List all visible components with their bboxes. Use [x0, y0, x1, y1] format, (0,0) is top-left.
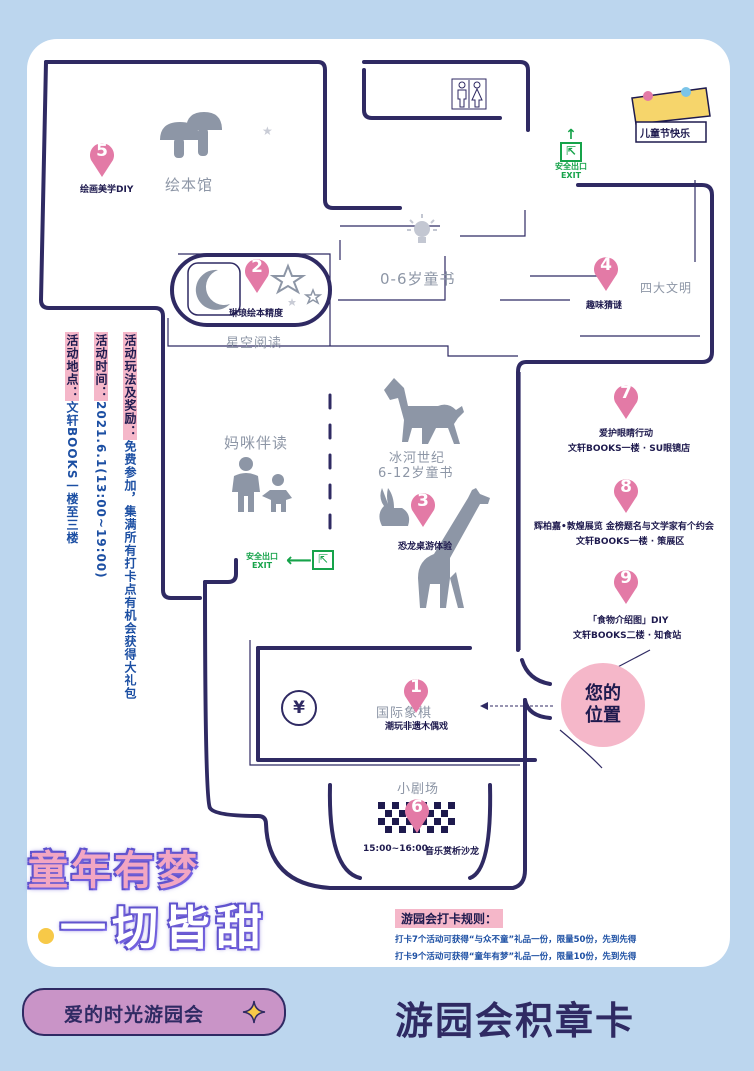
map-pin-icon [90, 143, 114, 177]
horse-icon [384, 378, 464, 444]
yellow-dot [38, 928, 54, 944]
sparkle-icon [242, 1000, 266, 1024]
checkpoint-7-caption: 爱护眼睛行动 [599, 429, 654, 439]
info-rules: 活动玩法及奖励：免费参加，集满所有打卡点有机会获得大礼包 [123, 332, 137, 700]
giraffe-icon [418, 488, 490, 608]
star-icon: ★ [262, 124, 273, 138]
event-name-pill: 爱的时光游园会 [22, 988, 286, 1036]
checkpoint-6-time: 15:00~16:00 [363, 844, 428, 854]
info-place: 活动地点：文轩BOOKS一楼至三楼 [65, 332, 79, 545]
map-pin-icon [404, 679, 428, 713]
checkpoint-pin-2[interactable]: 2 [243, 254, 271, 294]
checkpoint-5-caption: 绘画美学DIY [80, 185, 134, 195]
map-card [27, 39, 730, 967]
area-starry-reading: 星空阅读 [226, 336, 283, 351]
mushroom-icon [160, 112, 222, 158]
exit-sign-west: 安全出口 EXIT [246, 552, 278, 570]
children-day-logo: 儿童节快乐 [626, 78, 714, 144]
map-pin-icon [614, 385, 638, 419]
map-pin-icon [405, 799, 429, 833]
map-pin-icon [614, 479, 638, 513]
checkpoint-pin-4[interactable]: 4 [592, 252, 620, 292]
info-time: 活动时间：2021.6.1(13:00~19:00) [94, 332, 108, 579]
checkpoint-3-caption: 恐龙桌游体验 [398, 542, 453, 552]
checkpoint-pin-9[interactable]: 9 [612, 565, 640, 605]
map-pin-icon [594, 257, 618, 291]
checkpoint-8-caption: 辉柏嘉•敦煌展览 金榜题名与文学家有个约会 [534, 522, 714, 532]
mom-child-icon [232, 457, 292, 512]
checkpoint-pin-6[interactable]: 6 [403, 794, 431, 834]
up-arrow-icon: ↑ [565, 127, 577, 143]
lightbulb-icon [407, 214, 437, 243]
checkpoint-pin-3[interactable]: 3 [409, 488, 437, 528]
area-theater: 小剧场 [397, 782, 440, 797]
card-title: 游园会积章卡 [395, 999, 636, 1043]
checkpoint-2-caption: 琳琅绘本精度 [229, 309, 284, 319]
checkpoint-4-caption: 趣味猜谜 [586, 301, 623, 311]
slogan-line-2: 一切皆甜 [60, 901, 268, 955]
checkpoint-pin-8[interactable]: 8 [612, 474, 640, 514]
exit-door-icon: ⇱ [312, 550, 334, 570]
checkin-rules-title: 游园会打卡规则： [395, 909, 504, 928]
checkpoint-6-caption: 音乐赏析沙龙 [425, 847, 480, 857]
area-picture-book-hall: 绘本馆 [165, 176, 214, 194]
map-pin-icon [411, 493, 435, 527]
area-four-classics: 四大文明 [640, 281, 693, 295]
map-pin-icon [614, 570, 638, 604]
event-name: 爱的时光游园会 [64, 1004, 205, 1026]
checkin-rules: 游园会打卡规则： 打卡7个活动可获得“与众不童”礼品一份，限量50份，先到先得 … [395, 908, 695, 962]
rabbit-icon [379, 488, 410, 526]
you-are-here-marker: 您的 位置 [561, 663, 645, 747]
area-mom-reading: 妈咪伴读 [224, 434, 289, 452]
checkin-rule-2: 打卡9个活动可获得“童年有梦”礼品一份，限量10份，先到先得 [395, 952, 637, 962]
checkin-rule-1: 打卡7个活动可获得“与众不童”礼品一份，限量50份，先到先得 [395, 935, 637, 945]
checkpoint-7-location: 文轩BOOKS一楼 · SU眼镜店 [568, 444, 691, 454]
exit-sign-north: ↑ ⇱ 安全出口 EXIT [555, 127, 587, 180]
checkpoint-1-caption: 潮玩非遗木偶戏 [385, 722, 449, 732]
map-pin-icon [245, 259, 269, 293]
checkpoint-9-location: 文轩BOOKS二楼 · 知食站 [573, 631, 682, 641]
checkpoint-8-location: 文轩BOOKS一楼 · 策展区 [576, 537, 685, 547]
checkpoint-pin-1[interactable]: 1 [402, 674, 430, 714]
slogan-line-1: 童年有梦 [28, 848, 200, 894]
exit-door-icon: ⇱ [560, 142, 582, 162]
area-books-0-6: 0-6岁童书 [380, 270, 456, 288]
checkpoint-pin-7[interactable]: 7 [612, 380, 640, 420]
left-arrow-icon: ⟵ [286, 550, 312, 571]
area-ice-age: 冰河世纪 [389, 451, 446, 466]
area-books-6-12: 6-12岁童书 [378, 466, 454, 481]
moon-stars-icon [195, 263, 323, 310]
checkpoint-9-caption: 「食物介绍图」DIY [588, 616, 669, 626]
checkpoint-pin-5[interactable]: 5 [88, 138, 116, 178]
restroom-icon [451, 78, 487, 110]
logo-text: 儿童节快乐 [640, 129, 690, 140]
cashier-yen-icon: ¥ [281, 690, 317, 726]
